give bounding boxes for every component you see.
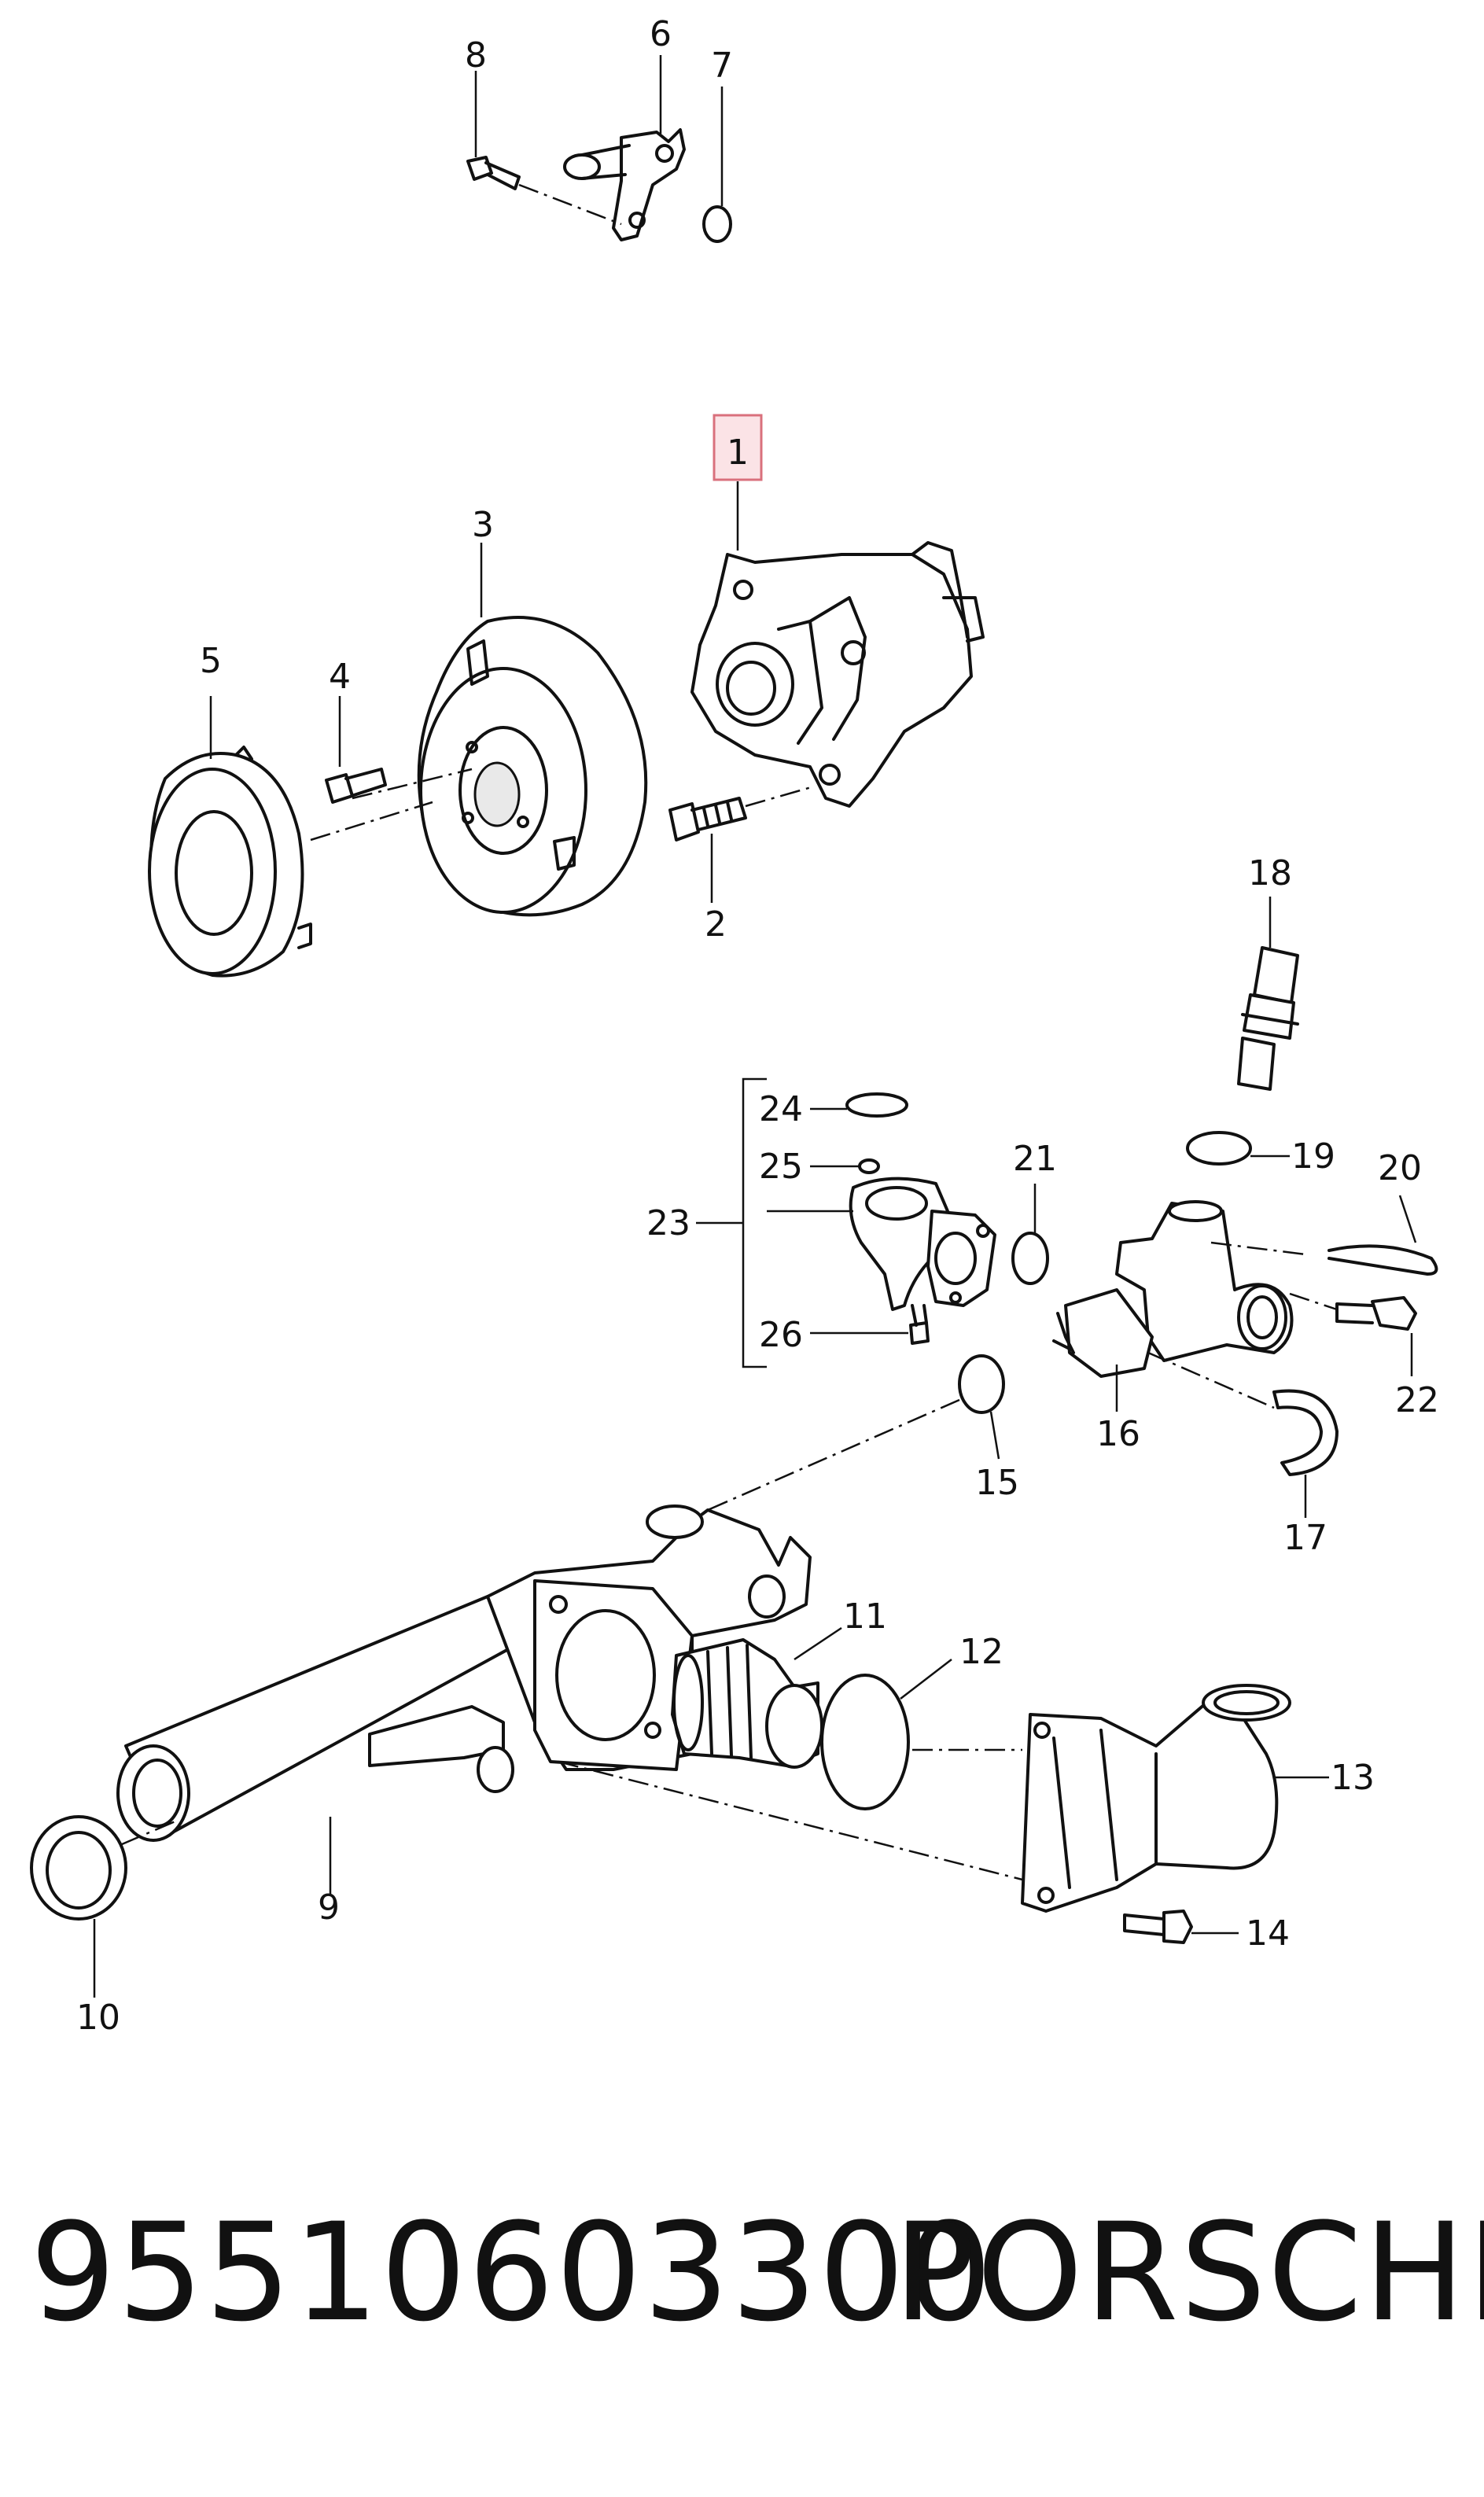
callout-25: 25 bbox=[759, 1147, 803, 1187]
part-18-temperature-sensor bbox=[1237, 897, 1299, 1091]
callout-22: 22 bbox=[1395, 1380, 1439, 1420]
callout-15: 15 bbox=[975, 1463, 1019, 1503]
callout-21: 21 bbox=[1013, 1139, 1057, 1179]
callout-20: 20 bbox=[1378, 1148, 1422, 1188]
callout-16: 16 bbox=[1096, 1414, 1140, 1454]
callout-14: 14 bbox=[1246, 1913, 1290, 1954]
part-14-bolt bbox=[1123, 1910, 1239, 1944]
part-6-pipe-flange bbox=[563, 55, 686, 241]
callout-19: 19 bbox=[1291, 1136, 1335, 1177]
callout-24: 24 bbox=[759, 1089, 803, 1129]
part-9-coolant-pipe bbox=[116, 1504, 812, 1895]
footer: 95510603300 PORSCHE bbox=[0, 2194, 1484, 2352]
callout-23: 23 bbox=[646, 1203, 690, 1243]
part-10-cap-ring bbox=[30, 1815, 178, 1998]
brand-name: PORSCHE bbox=[893, 2193, 1484, 2352]
callout-1: 1 bbox=[727, 433, 749, 473]
callout-17: 17 bbox=[1283, 1518, 1327, 1558]
part-2-bolt bbox=[668, 785, 815, 903]
part-3-pulley bbox=[417, 543, 648, 917]
part-17-clip bbox=[1272, 1389, 1339, 1518]
callout-3: 3 bbox=[472, 505, 494, 545]
part-22-bolt bbox=[1289, 1292, 1417, 1376]
callout-18: 18 bbox=[1248, 853, 1292, 893]
part-25-o-ring bbox=[810, 1158, 880, 1174]
callout-1-highlight-box bbox=[713, 414, 763, 481]
callout-2: 2 bbox=[705, 904, 727, 945]
callout-12: 12 bbox=[959, 1632, 1003, 1672]
part-7-o-ring bbox=[702, 87, 732, 243]
callout-4: 4 bbox=[329, 657, 351, 697]
part-1-water-pump bbox=[690, 481, 985, 808]
part-23-housing bbox=[767, 1177, 996, 1311]
part-12-o-ring bbox=[558, 1659, 1023, 1881]
callout-5: 5 bbox=[200, 641, 222, 681]
part-23-bracket bbox=[696, 1077, 767, 1368]
callout-10: 10 bbox=[76, 1998, 120, 2038]
callout-7: 7 bbox=[711, 46, 733, 86]
part-5-pulley-cover bbox=[148, 696, 433, 978]
callout-13: 13 bbox=[1331, 1758, 1375, 1798]
part-21-o-ring bbox=[1011, 1184, 1049, 1285]
part-11-thermostat bbox=[671, 1626, 842, 1769]
part-4-bolt bbox=[325, 696, 473, 804]
part-number: 95510603300 bbox=[30, 2193, 994, 2352]
part-16-coolant-junction bbox=[1052, 1200, 1306, 1412]
callout-6: 6 bbox=[650, 14, 672, 54]
part-13-thermostat-cover bbox=[1021, 1684, 1329, 1913]
part-15-o-ring bbox=[707, 1354, 1005, 1512]
part-19-o-ring bbox=[1186, 1131, 1290, 1166]
callout-8: 8 bbox=[465, 35, 487, 75]
part-24-seal bbox=[810, 1092, 908, 1118]
part-20-clip bbox=[1327, 1195, 1438, 1276]
part-8-bolt bbox=[466, 71, 622, 226]
callout-11: 11 bbox=[843, 1597, 887, 1637]
part-26-bolt bbox=[810, 1304, 930, 1345]
callout-26: 26 bbox=[759, 1315, 803, 1355]
callout-9: 9 bbox=[318, 1887, 340, 1928]
